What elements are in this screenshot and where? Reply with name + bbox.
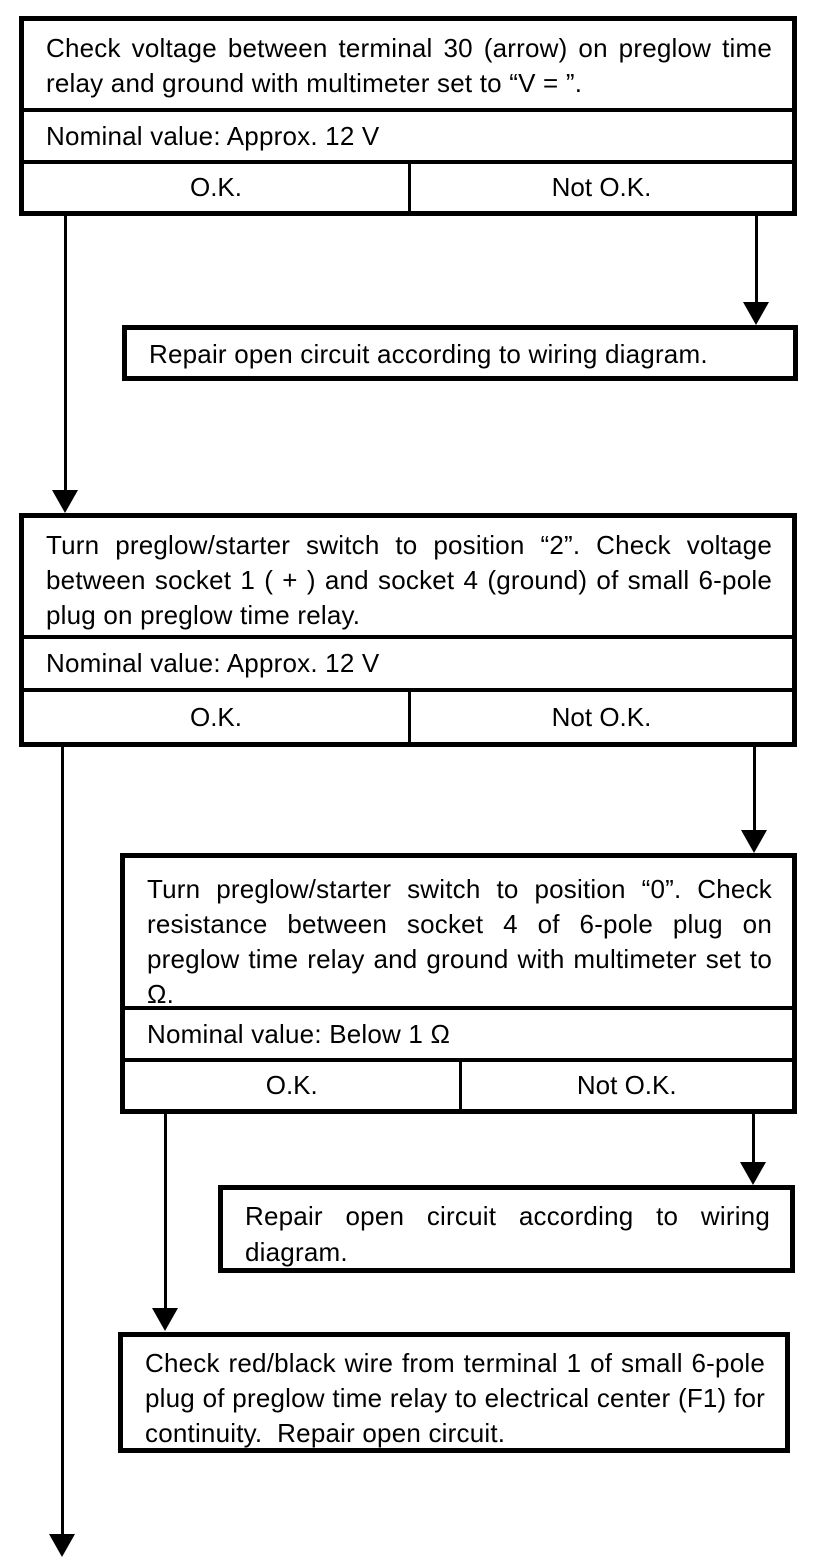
step1-ok-cell: O.K. bbox=[189, 172, 242, 202]
connector-line bbox=[755, 216, 758, 304]
arrow-down-icon bbox=[740, 1162, 766, 1185]
step3-ok-cell: O.K. bbox=[265, 1070, 318, 1100]
step3-box: Turn preglow/starter switch to position … bbox=[120, 853, 797, 1114]
repair1-box: Repair open circuit according to wiring … bbox=[122, 325, 798, 381]
connector-line bbox=[753, 747, 756, 831]
final-check-text: Check red/black wire from terminal 1 of … bbox=[145, 1348, 765, 1448]
step1-box: Check voltage between terminal 30 (arrow… bbox=[19, 16, 797, 216]
step1-statement: Check voltage between terminal 30 (arrow… bbox=[46, 33, 772, 98]
connector-line bbox=[164, 1114, 167, 1310]
step1-verdict-row: O.K. Not O.K. bbox=[24, 160, 792, 211]
step2-statement: Turn preglow/starter switch to position … bbox=[46, 530, 772, 630]
step2-not-ok-cell: Not O.K. bbox=[408, 692, 792, 742]
step3-statement: Turn preglow/starter switch to position … bbox=[147, 874, 772, 1009]
step3-nominal-value: Nominal value: Below 1 Ω bbox=[125, 1006, 792, 1058]
step1-not-ok-cell: Not O.K. bbox=[408, 164, 792, 211]
step2-box: Turn preglow/starter switch to position … bbox=[19, 513, 797, 747]
arrow-down-icon bbox=[52, 490, 78, 513]
repair2-text: Repair open circuit according to wiring … bbox=[245, 1201, 770, 1267]
arrow-down-icon bbox=[741, 830, 767, 853]
repair1-text: Repair open circuit according to wiring … bbox=[149, 339, 708, 369]
arrow-down-icon bbox=[743, 302, 769, 325]
step2-ok-cell: O.K. bbox=[189, 701, 242, 732]
final-check-box: Check red/black wire from terminal 1 of … bbox=[118, 1332, 790, 1453]
connector-line bbox=[64, 216, 67, 492]
repair2-box: Repair open circuit according to wiring … bbox=[218, 1185, 795, 1273]
step1-nominal-value: Nominal value: Approx. 12 V bbox=[24, 108, 792, 160]
connector-line bbox=[752, 1114, 755, 1164]
arrow-down-icon bbox=[49, 1534, 75, 1557]
step2-nominal-value: Nominal value: Approx. 12 V bbox=[24, 635, 792, 688]
arrow-down-icon bbox=[152, 1308, 178, 1331]
connector-line bbox=[61, 747, 64, 1536]
step3-not-ok-cell: Not O.K. bbox=[458, 1062, 793, 1109]
step3-verdict-row: O.K. Not O.K. bbox=[125, 1058, 792, 1109]
step2-verdict-row: O.K. Not O.K. bbox=[24, 688, 792, 742]
